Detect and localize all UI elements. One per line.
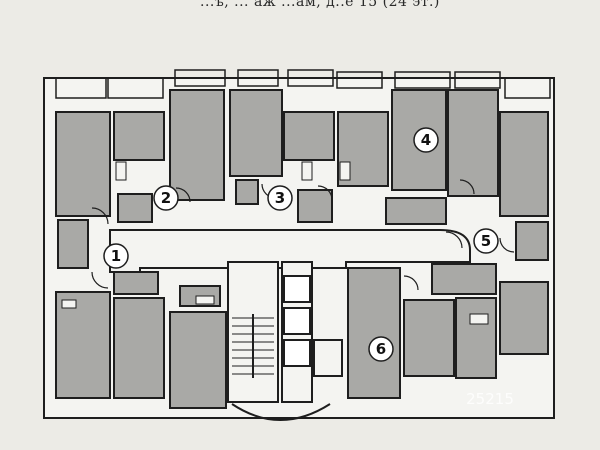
apartment-number: 2 [161,189,171,207]
apartment-badge-6: 6 [368,336,394,362]
room [431,263,497,295]
apartment-number: 5 [481,232,491,250]
room [169,311,227,409]
building-core [227,261,343,403]
room [55,291,111,399]
room [403,299,455,377]
room [499,111,549,217]
room [499,281,549,355]
apartment-number: 4 [421,131,431,149]
room [113,297,165,399]
room [235,179,259,205]
room [385,197,447,225]
apartment-badge-2: 2 [153,185,179,211]
watermark-text: 25215 [466,390,514,408]
room [113,111,165,161]
apartment-number: 3 [275,189,285,207]
lift-shaft [283,275,311,303]
corridor [109,229,471,273]
room [347,267,401,399]
room [55,111,111,217]
entrance-canopy [231,403,331,421]
room [117,193,153,223]
lift-shaft [283,307,311,335]
room [229,89,283,177]
room [447,89,499,197]
lift-shaft [283,339,311,367]
balconies-top [55,69,551,99]
plan-caption: ...ъ, ... аж ...ам, д..е 15 (24 эт.) [200,0,440,8]
staircase [232,314,274,378]
fixtures [61,161,489,325]
room [455,297,497,379]
room [515,221,549,261]
room [283,111,335,161]
apartment-badge-3: 3 [267,185,293,211]
room [297,189,333,223]
room [57,219,89,269]
apartment-badge-1: 1 [103,243,129,269]
utility-shaft [313,339,343,377]
apartment-number: 1 [111,247,121,265]
apartment-badge-4: 4 [413,127,439,153]
apartment-number: 6 [376,340,386,358]
apartment-badge-5: 5 [473,228,499,254]
door-swings [91,179,515,291]
room [113,271,159,295]
room [169,89,225,201]
